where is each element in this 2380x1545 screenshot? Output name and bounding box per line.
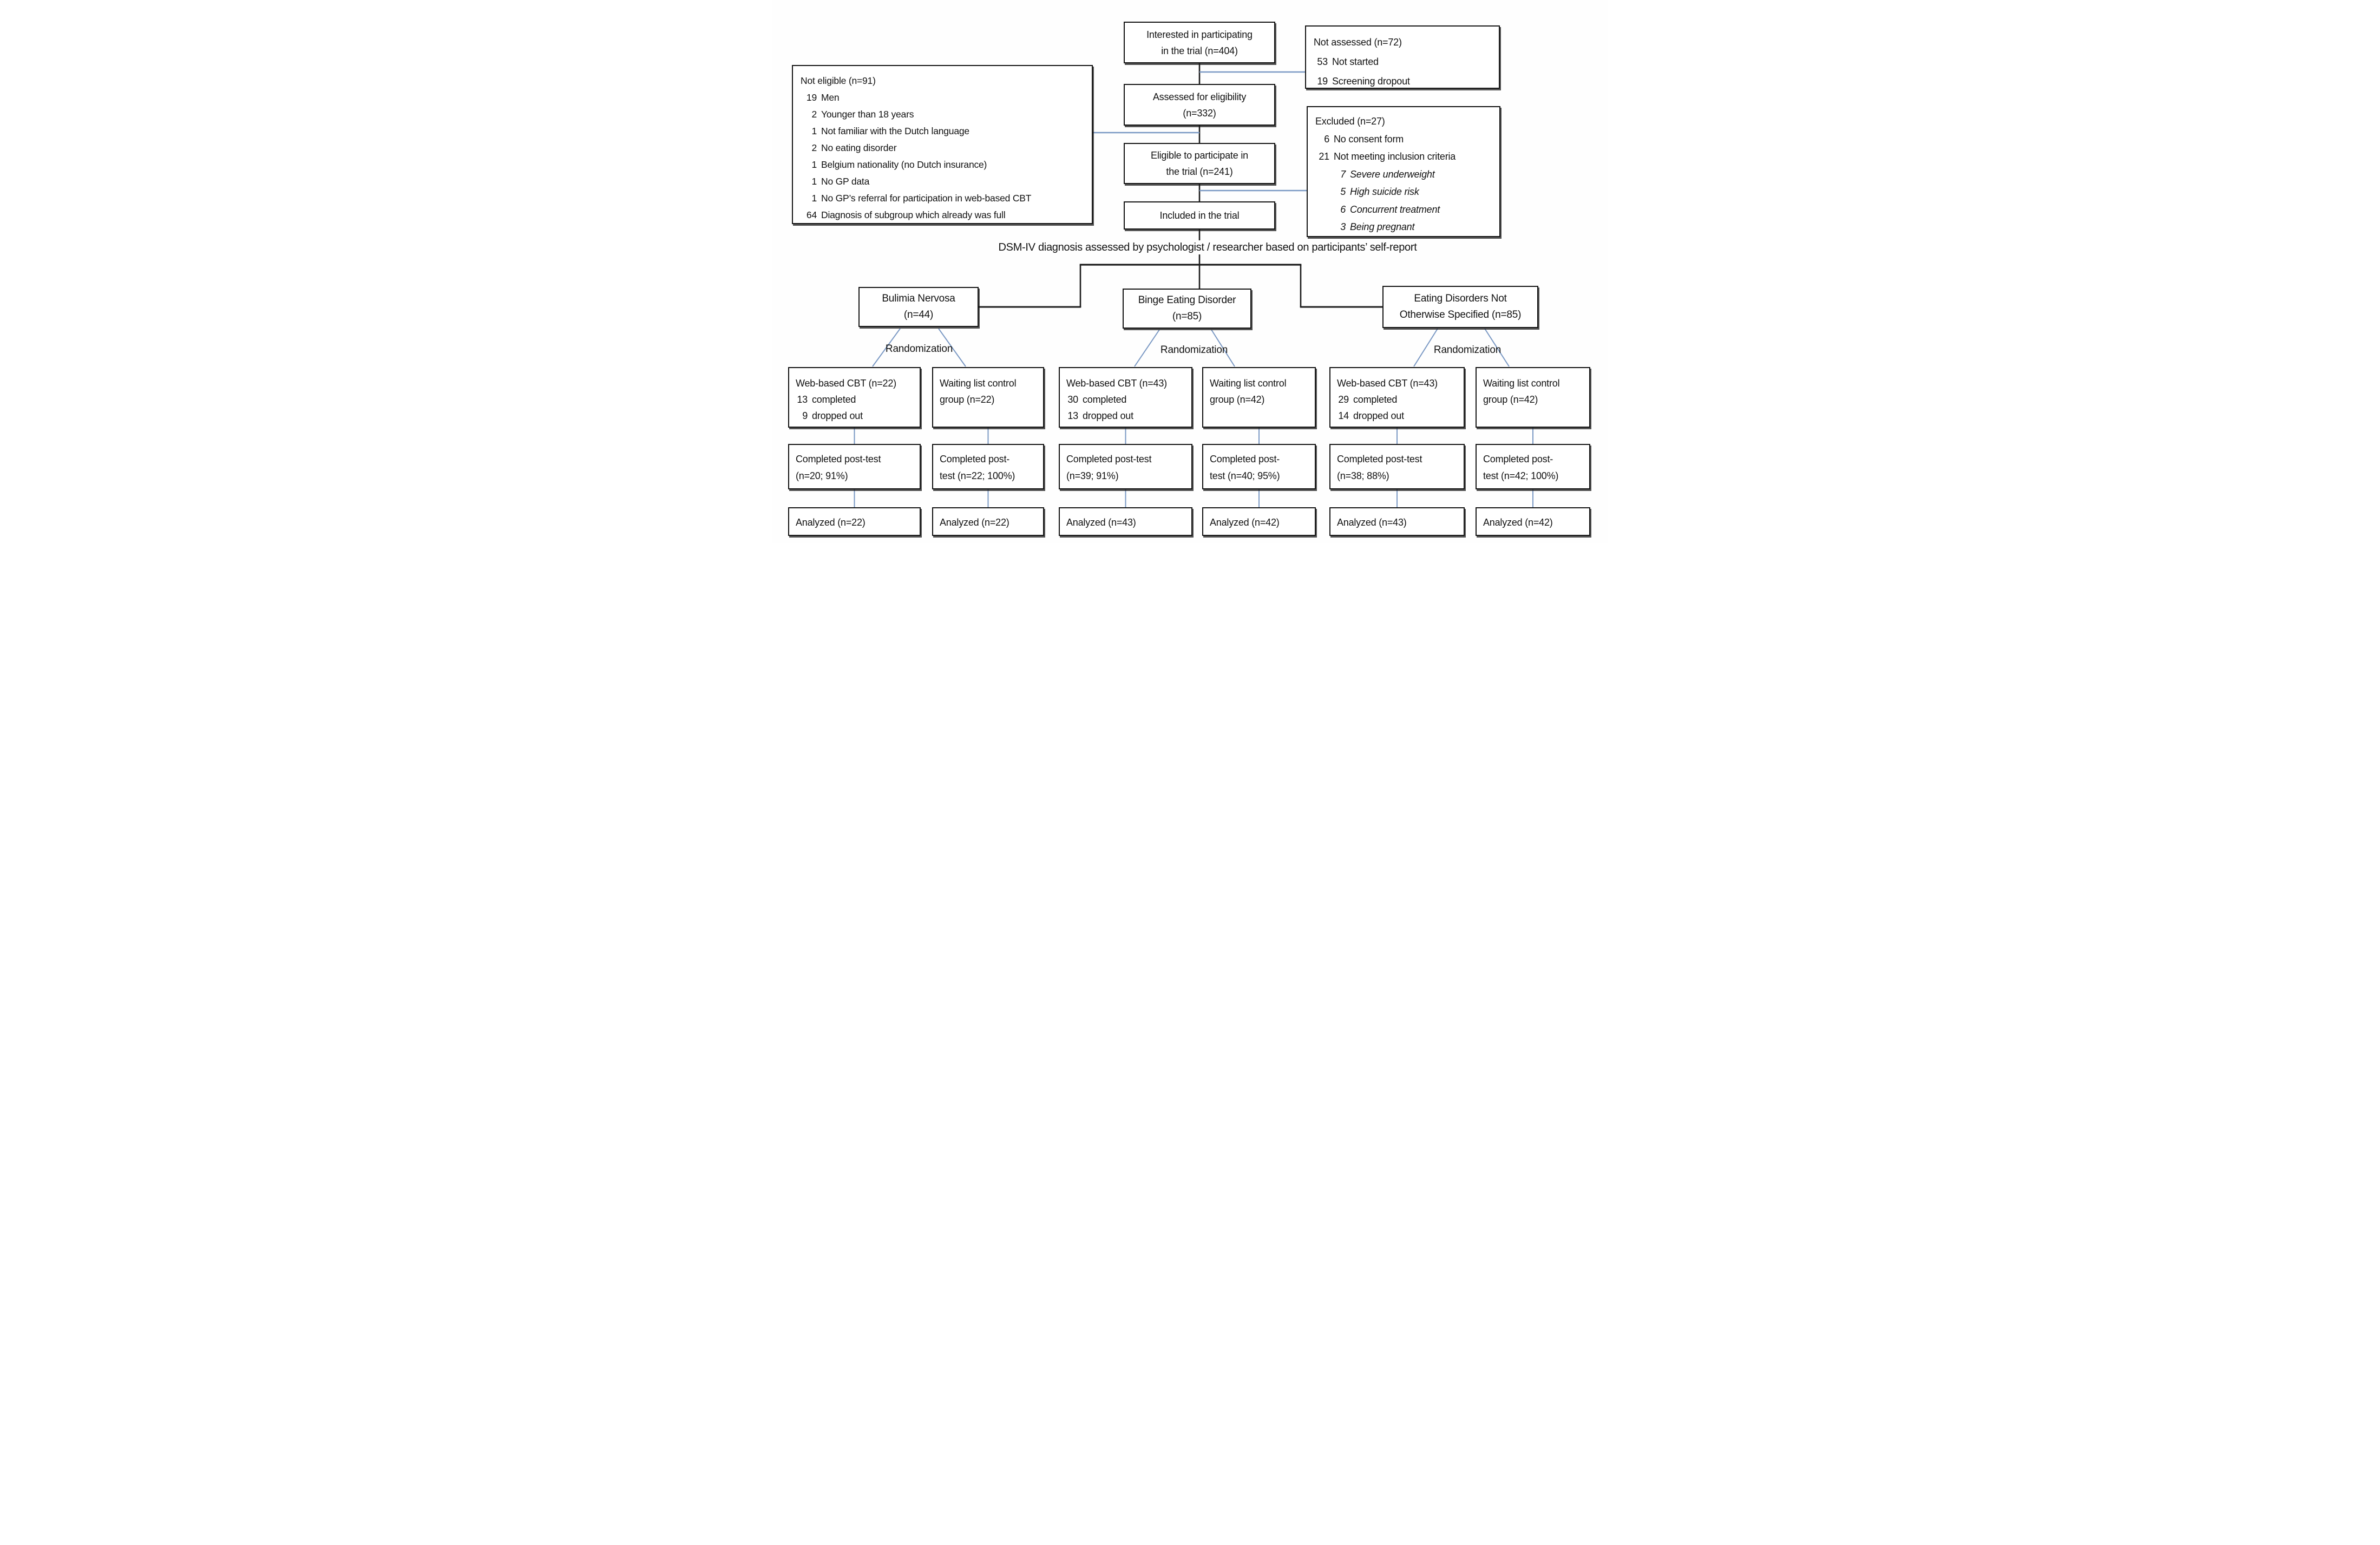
box-line: (n=38; 88%) [1337, 470, 1389, 481]
box-analyzed-waitlist-bed: Analyzed (n=42) [1202, 507, 1316, 536]
box-line: Completed post-test [1337, 454, 1422, 464]
box-line: Otherwise Specified (n=85) [1399, 309, 1522, 320]
box-line: Included in the trial [1159, 210, 1240, 221]
box-line: Analyzed (n=22) [940, 517, 1009, 528]
box-line: Completed post- [1483, 454, 1553, 464]
box-posttest-webcbt-ednos: Completed post-test (n=38; 88%) [1329, 444, 1465, 489]
box-posttest-webcbt-bn: Completed post-test (n=20; 91%) [788, 444, 921, 489]
box-line: test (n=22; 100%) [940, 470, 1015, 481]
box-posttest-webcbt-bed: Completed post-test (n=39; 91%) [1059, 444, 1192, 489]
box-line: Analyzed (n=43) [1337, 517, 1407, 528]
box-eligible: Eligible to participate in the trial (n=… [1124, 143, 1275, 184]
consort-flow-diagram: Interested in participating in the trial… [772, 0, 1608, 543]
box-line: Waiting list control [940, 378, 1017, 389]
box-analyzed-waitlist-ednos: Analyzed (n=42) [1476, 507, 1590, 536]
box-line: Binge Eating Disorder [1138, 294, 1236, 306]
box-line: (n=85) [1172, 311, 1202, 322]
box-title: Excluded (n=27) [1315, 116, 1385, 127]
box-included: Included in the trial [1124, 201, 1275, 230]
box-analyzed-webcbt-ednos: Analyzed (n=43) [1329, 507, 1465, 536]
box-waitlist-ednos: Waiting list control group (n=42) [1476, 367, 1590, 428]
box-line: (n=20; 91%) [796, 470, 848, 481]
box-line: Waiting list control [1210, 378, 1287, 389]
randomization-label-bed: Randomization [1160, 344, 1228, 356]
box-posttest-waitlist-ednos: Completed post- test (n=42; 100%) [1476, 444, 1590, 489]
box-line: (n=44) [903, 309, 934, 320]
box-line: test (n=42; 100%) [1483, 470, 1559, 481]
box-line: Completed post-test [1066, 454, 1152, 464]
box-line: Eating Disorders Not [1414, 293, 1507, 304]
box-analyzed-webcbt-bn: Analyzed (n=22) [788, 507, 921, 536]
box-line: Bulimia Nervosa [882, 293, 955, 304]
box-title: Web-based CBT (n=22) [796, 378, 896, 389]
box-line: (n=332) [1183, 107, 1216, 119]
box-line: Eligible to participate in [1151, 150, 1248, 161]
box-waitlist-bn: Waiting list control group (n=22) [932, 367, 1044, 428]
box-line: the trial (n=241) [1166, 166, 1233, 177]
box-line: group (n=42) [1483, 394, 1538, 405]
box-line: Analyzed (n=42) [1210, 517, 1280, 528]
box-line: in the trial (n=404) [1161, 45, 1238, 56]
box-ednos: Eating Disorders Not Otherwise Specified… [1382, 286, 1538, 328]
box-line: group (n=22) [940, 394, 995, 405]
box-line: Analyzed (n=22) [796, 517, 866, 528]
box-line: Waiting list control [1483, 378, 1560, 389]
box-binge-eating-disorder: Binge Eating Disorder (n=85) [1123, 289, 1251, 329]
box-title: Web-based CBT (n=43) [1337, 378, 1438, 389]
randomization-label-bn: Randomization [885, 343, 953, 355]
box-line: Completed post- [1210, 454, 1280, 464]
box-bulimia-nervosa: Bulimia Nervosa (n=44) [858, 287, 979, 327]
box-line: Interested in participating [1146, 29, 1253, 40]
box-title: Not eligible (n=91) [801, 75, 876, 86]
box-line: Completed post-test [796, 454, 881, 464]
box-waitlist-bed: Waiting list control group (n=42) [1202, 367, 1316, 428]
box-line: Assessed for eligibility [1152, 91, 1247, 102]
box-line: test (n=40; 95%) [1210, 470, 1280, 481]
box-analyzed-waitlist-bn: Analyzed (n=22) [932, 507, 1044, 536]
box-posttest-waitlist-bed: Completed post- test (n=40; 95%) [1202, 444, 1316, 489]
dsm-note: DSM-IV diagnosis assessed by psychologis… [998, 241, 1417, 253]
box-line: Completed post- [940, 454, 1010, 464]
box-interested: Interested in participating in the trial… [1124, 22, 1275, 63]
box-analyzed-webcbt-bed: Analyzed (n=43) [1059, 507, 1192, 536]
box-line: Analyzed (n=43) [1066, 517, 1136, 528]
box-title: Not assessed (n=72) [1314, 37, 1402, 48]
box-posttest-waitlist-bn: Completed post- test (n=22; 100%) [932, 444, 1044, 489]
box-title: Web-based CBT (n=43) [1066, 378, 1167, 389]
box-line: (n=39; 91%) [1066, 470, 1119, 481]
box-assessed: Assessed for eligibility (n=332) [1124, 84, 1275, 126]
box-line: group (n=42) [1210, 394, 1265, 405]
randomization-label-ednos: Randomization [1433, 344, 1502, 356]
box-line: Analyzed (n=42) [1483, 517, 1553, 528]
